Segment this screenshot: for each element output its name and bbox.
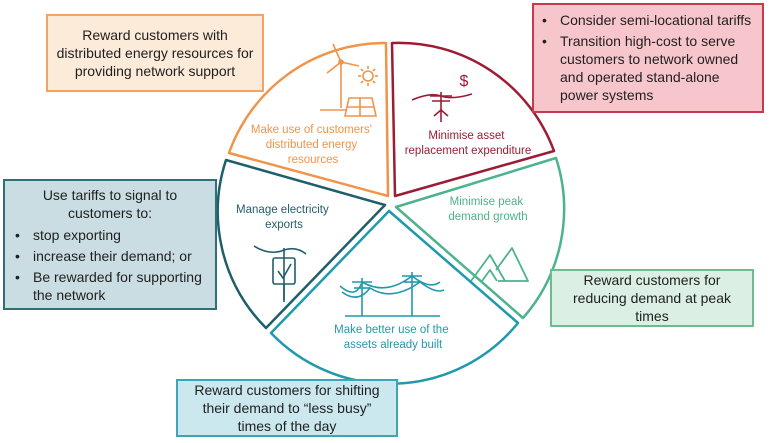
list-item: Consider semi-locational tariffs [538,11,756,29]
segment-der-shape [227,41,390,198]
segment-peak-demand-shape [394,156,566,320]
list-item: Be rewarded for supporting the network [11,268,209,304]
segment-better-asset-use-line-2: assets already built [344,339,443,351]
callout-export-tariffs: Use tariffs to signal to customers to: s… [3,179,217,310]
segment-manage-exports-label: Manage electricity exports [236,204,332,231]
callout-export-tariffs-heading: Use tariffs to signal to customers to: [42,187,178,221]
callout-export-tariffs-list: stop exporting increase their demand; or… [11,226,209,304]
segment-peak-demand-label: Minimise peak demand growth [448,196,527,223]
segment-der-line-1: Make use of customers' [251,124,372,136]
segment-der-line-2: distributed energy [266,139,358,151]
callout-der-reward: Reward customers with distributed energy… [46,14,264,92]
segment-better-asset-use-line-1: Make better use of the [334,324,448,336]
callout-asset-actions: Consider semi-locational tariffs Transit… [532,3,764,113]
callout-der-reward-text: Reward customers with distributed energy… [56,27,254,79]
segment-asset-replacement-shape [390,41,556,198]
check-mark-glyph: √ [280,267,288,283]
segment-peak-demand-line-2: demand growth [448,211,527,223]
segment-better-asset-use-label: Make better use of the assets already bu… [334,324,452,351]
segment-der-line-3: resources [288,154,339,166]
segment-asset-replacement-label: Minimise asset replacement expenditure [405,130,532,157]
segment-asset-replacement: $ Minimise asset replacement expenditure [390,41,556,198]
segment-peak-demand-line-1: Minimise peak [450,196,524,208]
list-item: Transition high-cost to serve customers … [538,32,756,104]
transformer-check-icon [253,245,307,302]
peaks-icon [470,247,529,282]
segment-asset-replacement-line-2: replacement expenditure [405,145,532,157]
power-pole-dollar-icon [411,92,473,122]
callout-peak-reward: Reward customers for reducing demand at … [550,269,754,327]
segment-der: Make use of customers' distributed energ… [227,41,390,198]
callout-shift-demand-text: Reward customers for shifting their dema… [194,382,380,434]
callout-peak-reward-text: Reward customers for reducing demand at … [573,272,731,324]
wind-solar-icon [320,43,378,117]
segment-manage-exports: √ Manage electricity exports [216,158,387,330]
segment-manage-exports-line-1: Manage electricity [236,204,329,216]
segment-better-asset-use: Make better use of the assets already bu… [269,209,520,386]
power-lines-icon [339,272,445,317]
list-item: stop exporting [11,226,209,244]
callout-asset-actions-list: Consider semi-locational tariffs Transit… [538,11,756,104]
list-item: increase their demand; or [11,247,209,265]
dollar-sign: $ [460,73,469,90]
callout-shift-demand: Reward customers for shifting their dema… [176,379,398,437]
segment-peak-demand: Minimise peak demand growth [394,156,566,320]
segment-asset-replacement-line-1: Minimise asset [428,130,505,142]
segment-manage-exports-line-2: exports [265,219,303,231]
segment-manage-exports-shape [216,158,387,330]
segment-der-label: Make use of customers' distributed energ… [251,124,375,166]
